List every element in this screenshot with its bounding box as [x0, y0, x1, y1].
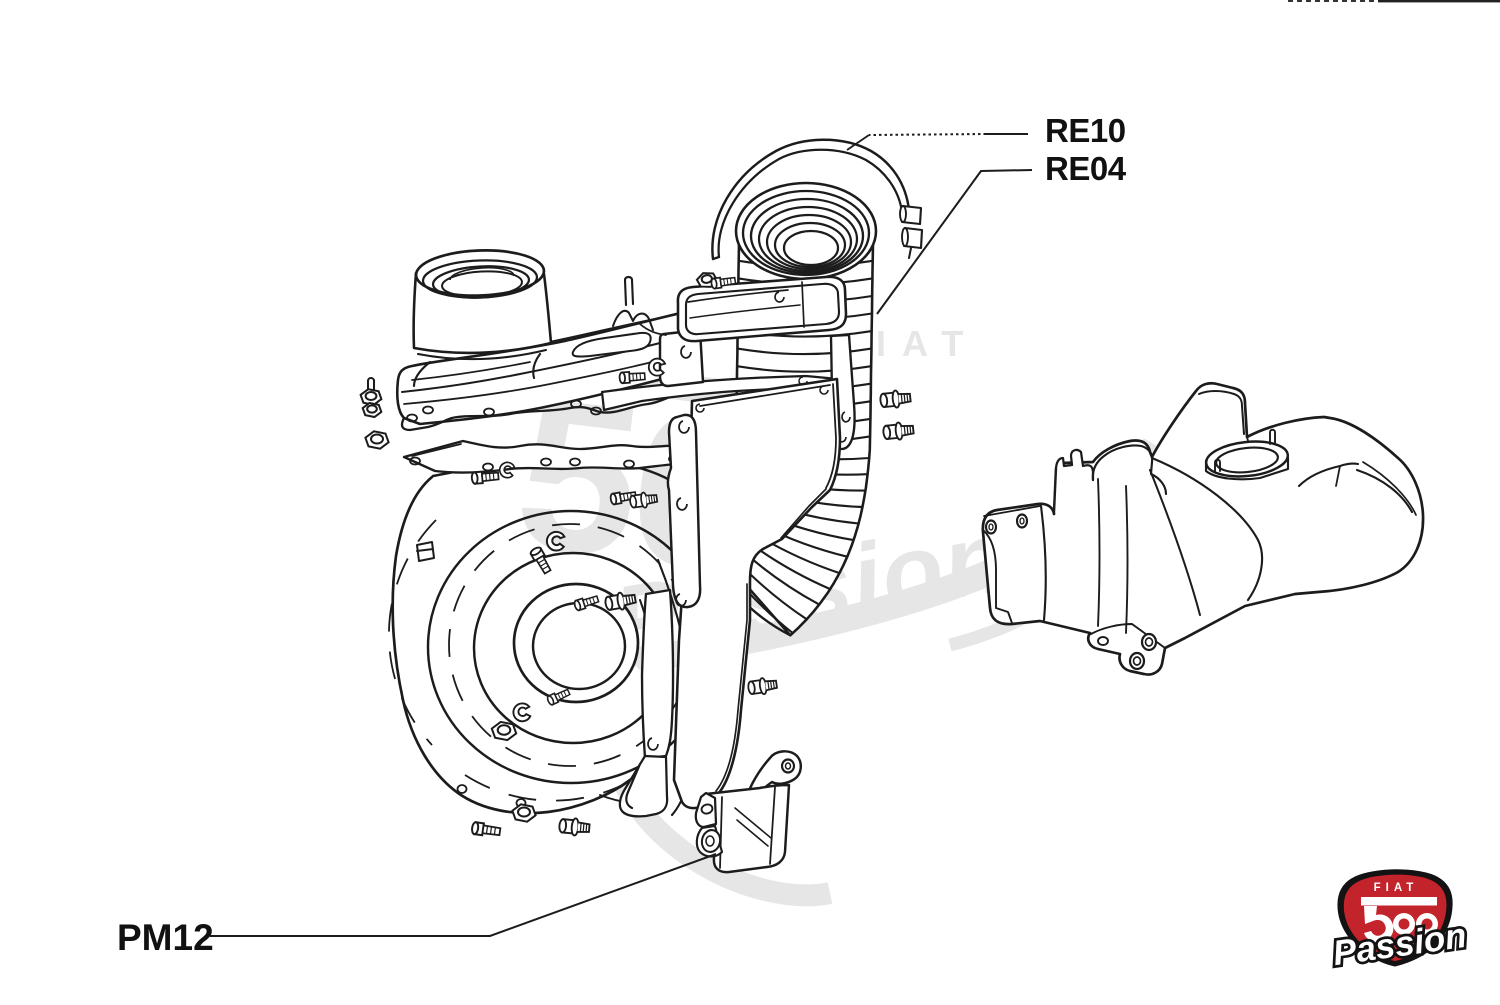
svg-text:RE10: RE10 [1045, 112, 1126, 149]
svg-text:PM12: PM12 [117, 917, 214, 958]
svg-text:RE04: RE04 [1045, 150, 1127, 187]
svg-text:FIAT: FIAT [1374, 882, 1419, 894]
